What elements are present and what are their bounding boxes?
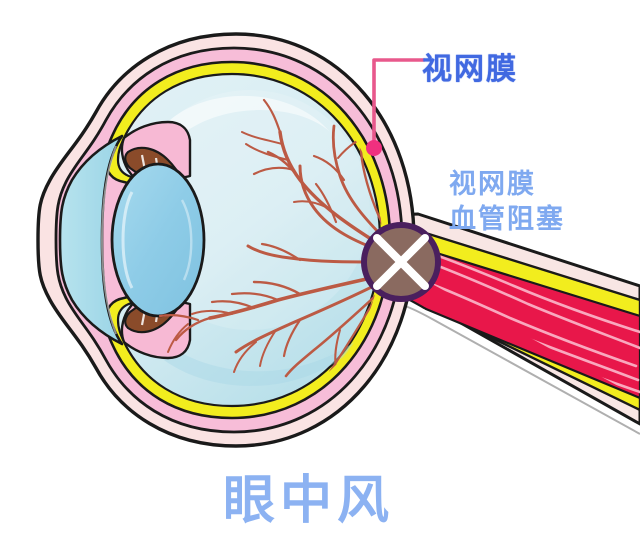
retina-leader-dot [366,140,382,156]
occlusion-x-icon [373,234,429,290]
occlusion-marker[interactable] [361,222,441,302]
occlusion-label-line1: 视网膜 [449,169,536,200]
retina-leader-line [366,58,426,156]
retinal-blood-vessels [158,98,382,378]
occlusion-label-line2: 血管阻塞 [449,203,565,235]
lens [110,162,206,318]
page-title: 眼中风 [223,471,395,531]
retinal-vascular-occlusion-label: 视网膜血管阻塞 [449,168,565,237]
cornea [58,134,124,346]
retina-label: 视网膜 [422,52,518,87]
